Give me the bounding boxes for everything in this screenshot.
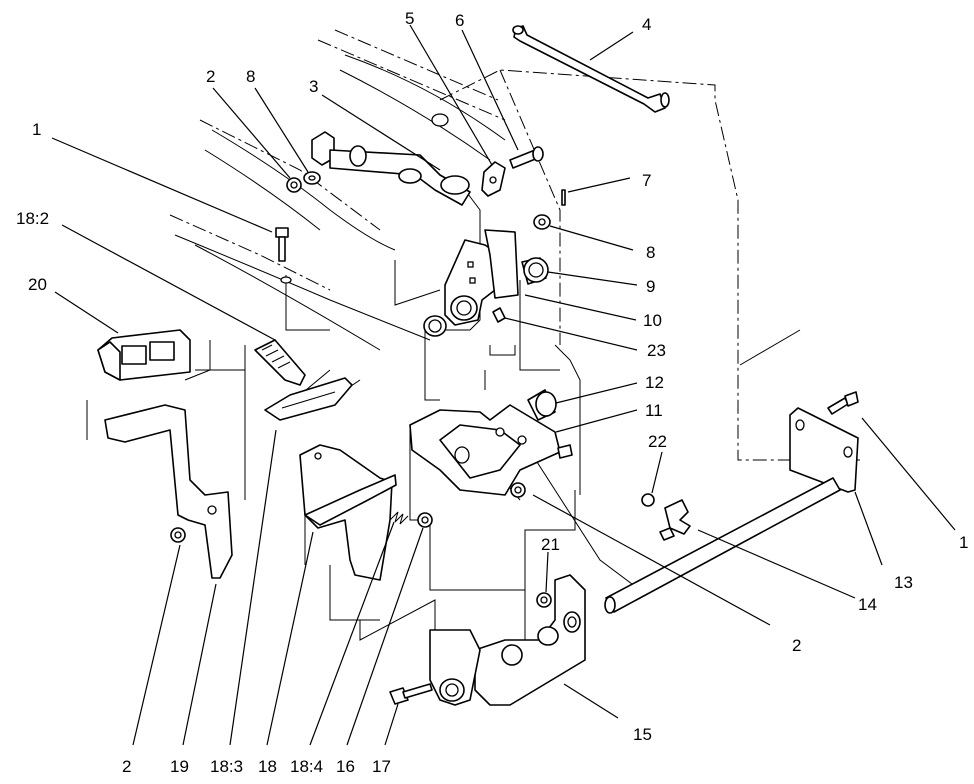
callout-2-right: 2 [792,636,801,655]
phantom-frame-lines [86,29,860,641]
part-2-nut-left [170,527,186,543]
callout-18-3: 18:3 [210,757,243,776]
part-2-nut-center [510,482,526,498]
callout-21: 21 [541,535,560,554]
callout-13: 13 [894,573,913,592]
callout-18: 18 [258,757,277,776]
callout-7: 7 [642,171,651,190]
part-12-bushing [527,389,557,421]
callout-9: 9 [646,277,655,296]
callout-11: 11 [645,401,663,420]
callout-23: 23 [647,341,666,360]
part-17-bolt [389,683,433,705]
part-6-pin [509,146,544,169]
callout-8-right: 8 [646,243,655,262]
callout-12: 12 [645,373,664,392]
callout-22: 22 [648,432,667,451]
part-8-washer-top [303,171,321,185]
callout-10: 10 [643,311,662,330]
part-18-3-plate [264,377,353,421]
callout-4: 4 [642,15,651,34]
part-14-fitting [659,499,691,541]
part-19-pedal-arm [104,404,233,579]
callout-14: 14 [858,595,877,614]
callout-19: 19 [170,757,189,776]
callout-5: 5 [405,9,414,28]
callout-18-4: 18:4 [290,757,323,776]
part-1-bolt-left [275,227,292,284]
callout-8-top: 8 [246,67,255,86]
part-2-nut-top [286,177,302,193]
callout-labels: 1 18:2 20 2 8 3 5 6 4 7 8 9 10 23 12 11 … [16,9,968,776]
part-7-cotter-pin [561,189,566,206]
part-11-center-bracket [409,404,573,496]
callout-20: 20 [28,275,47,294]
part-18-pedal [299,444,397,581]
part-1-bolt-right [827,391,859,415]
part-18-4-spring [389,511,409,525]
callout-1-right: 1 [959,533,968,552]
part-5-clip [481,161,506,197]
callout-3: 3 [309,77,318,96]
part-8-washer-right [533,214,551,230]
callout-16: 16 [336,757,355,776]
part-10-pivot-bracket [444,229,519,326]
part-21-nut [536,592,552,608]
callout-2-top: 2 [206,67,215,86]
part-bushing-left [423,315,447,337]
part-15-lower-bracket [429,574,586,706]
part-22-nut [641,493,655,507]
leader-lines [51,24,956,746]
callout-6: 6 [455,11,464,30]
part-16-nut [417,512,433,528]
part-9-bushing [521,257,549,285]
part-18-2-pad [254,339,306,386]
part-20-pedal-pad [97,329,191,381]
part-3-bracket [311,113,471,206]
callout-2-bottom-left: 2 [122,757,131,776]
part-4-rod [512,25,670,113]
callout-1-left: 1 [32,120,41,139]
callout-18-2: 18:2 [16,209,49,228]
callout-15: 15 [633,725,652,744]
part-13-shaft [604,407,859,614]
callout-17: 17 [372,757,391,776]
part-23-grease-fitting [492,307,506,323]
